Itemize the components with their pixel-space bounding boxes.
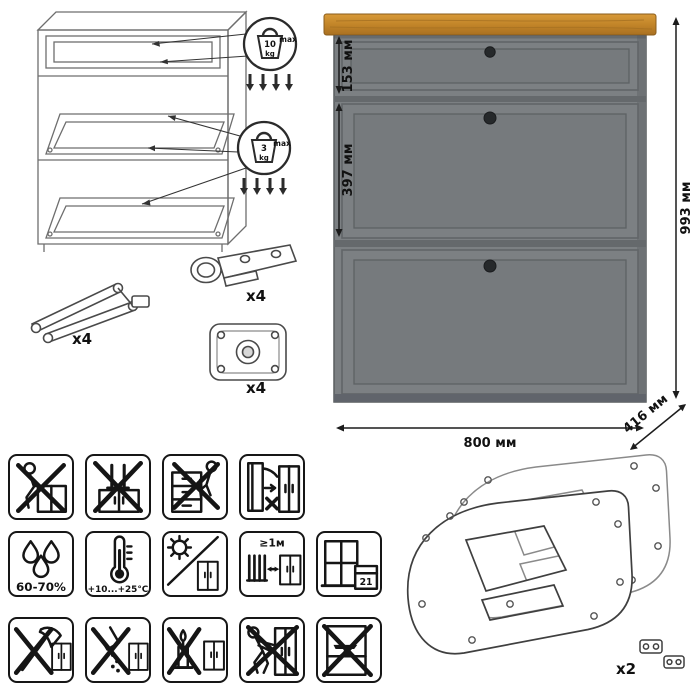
candle-icon — [166, 627, 225, 676]
stay-qty-label: x4 — [72, 330, 92, 348]
dimension-arrowheads — [335, 17, 686, 450]
door-clearance-icon — [246, 461, 301, 514]
drawer-max-word: max — [279, 35, 297, 44]
hinge-drawing — [190, 244, 298, 287]
hinge-part-icon — [639, 639, 685, 669]
weight-icon — [255, 131, 273, 141]
picto-no-open-flame — [162, 617, 228, 683]
calendar-icon — [353, 564, 379, 591]
drawer-knob-icon — [484, 46, 496, 58]
load-arrows-icon — [246, 74, 293, 91]
picto-door-clearance — [239, 454, 305, 520]
flap-front-lower — [341, 249, 639, 395]
weight-icon — [261, 27, 279, 37]
mounting-plate-drawing — [209, 323, 287, 381]
wood-top — [323, 13, 657, 36]
spill-icon — [90, 626, 149, 676]
load-arrows-icon — [240, 178, 287, 195]
flap-max-unit: kg — [259, 154, 269, 162]
divider — [334, 240, 646, 247]
drawer-front — [341, 41, 639, 91]
divider — [334, 96, 646, 102]
picto-temperature: +10...+25°C — [85, 531, 151, 597]
cabinet-image — [323, 13, 657, 403]
humidity-icon: 60-70% — [16, 540, 66, 594]
hinge-qty-label: x4 — [246, 287, 266, 305]
picto-no-sharp-tools — [8, 617, 74, 683]
picto-no-standing — [85, 454, 151, 520]
flap-knob-icon — [483, 259, 497, 273]
cabinet-render: 153 мм 397 мм 993 мм 800 мм 416 мм — [323, 13, 694, 451]
assembly-overview: 10 kg max 3 kg max — [30, 10, 298, 397]
picto-no-heavy-objects — [316, 617, 382, 683]
panel-qty-label: x2 — [616, 660, 636, 678]
picto-no-liquids — [85, 617, 151, 683]
distance-value: ≥1м — [259, 536, 285, 549]
picto-no-dragging — [239, 617, 305, 683]
temperature-value: +10...+25°C — [88, 585, 149, 595]
no-climbing-icon — [171, 460, 221, 514]
picto-no-climbing — [162, 454, 228, 520]
picto-heat-distance: ≥1м — [239, 531, 305, 597]
picto-ventilation: 21 — [316, 531, 382, 597]
flap-knob-icon — [483, 111, 497, 125]
thermometer-icon: +10...+25°C — [88, 535, 149, 595]
dim-flap-height: 397 мм — [341, 144, 356, 197]
axe-icon — [13, 626, 72, 676]
picto-no-sitting — [8, 454, 74, 520]
plinth — [334, 394, 646, 402]
dim-total-height: 993 мм — [679, 182, 694, 235]
pushing-person-icon — [245, 624, 300, 677]
flap-front-upper — [341, 103, 639, 239]
cabinet-side-shade — [637, 35, 646, 401]
picto-humidity: 60-70% — [8, 531, 74, 597]
drawer-max-value: 10 — [264, 40, 276, 50]
humidity-value: 60-70% — [16, 580, 66, 594]
flap-load-callout: 3 kg max — [141, 115, 292, 206]
flap-max-value: 3 — [261, 144, 267, 154]
anvil-icon — [321, 623, 373, 678]
calendar-day: 21 — [360, 577, 373, 588]
side-panels-drawing: x2 — [406, 454, 685, 678]
dim-drawer-height: 153 мм — [341, 40, 356, 93]
dimension-lines — [338, 19, 686, 450]
window-icon: 21 — [320, 540, 379, 591]
dim-width: 800 мм — [464, 436, 517, 451]
drawer-load-callout: 10 kg max — [151, 16, 298, 91]
lid-stay-drawing — [30, 282, 150, 344]
cabinet-wireframe-icon — [36, 10, 248, 252]
sun-icon — [166, 534, 219, 591]
no-sitting-icon — [15, 461, 68, 514]
picto-no-sunlight — [162, 531, 228, 597]
radiator-distance-icon: ≥1м — [245, 536, 302, 586]
no-standing-icon — [92, 460, 144, 514]
plate-qty-label: x4 — [246, 379, 266, 397]
flap-max-word: max — [273, 139, 291, 148]
drawer-max-unit: kg — [265, 50, 275, 58]
